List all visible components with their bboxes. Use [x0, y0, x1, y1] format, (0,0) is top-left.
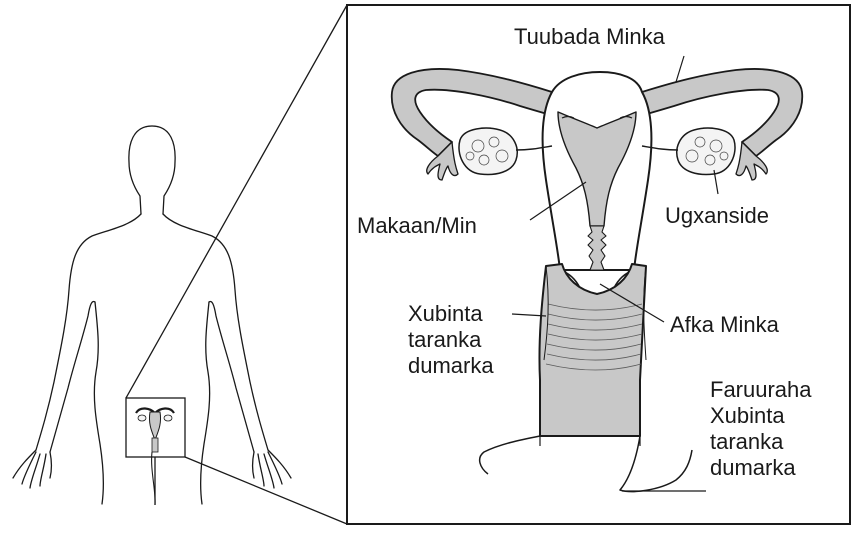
label-vaginal-opening-line-4: dumarka [710, 455, 812, 481]
ovary-left [459, 128, 517, 174]
label-fallopian-tube: Tuubada Minka [514, 24, 665, 50]
label-vaginal-opening-line-1: Faruuraha [710, 377, 812, 403]
label-vagina: Xubinta taranka dumarka [408, 301, 494, 379]
label-vagina-line-1: Xubinta [408, 301, 494, 327]
body-inset [126, 398, 185, 505]
label-vaginal-opening-line-2: Xubinta [710, 403, 812, 429]
label-vaginal-opening: Faruuraha Xubinta taranka dumarka [710, 377, 812, 481]
label-uterus: Makaan/Min [357, 213, 477, 239]
label-cervix: Afka Minka [670, 312, 779, 338]
label-vaginal-opening-line-3: taranka [710, 429, 812, 455]
label-vagina-line-2: taranka [408, 327, 494, 353]
ovary-right [677, 128, 735, 174]
label-vagina-line-3: dumarka [408, 353, 494, 379]
label-ovary: Ugxanside [665, 203, 769, 229]
